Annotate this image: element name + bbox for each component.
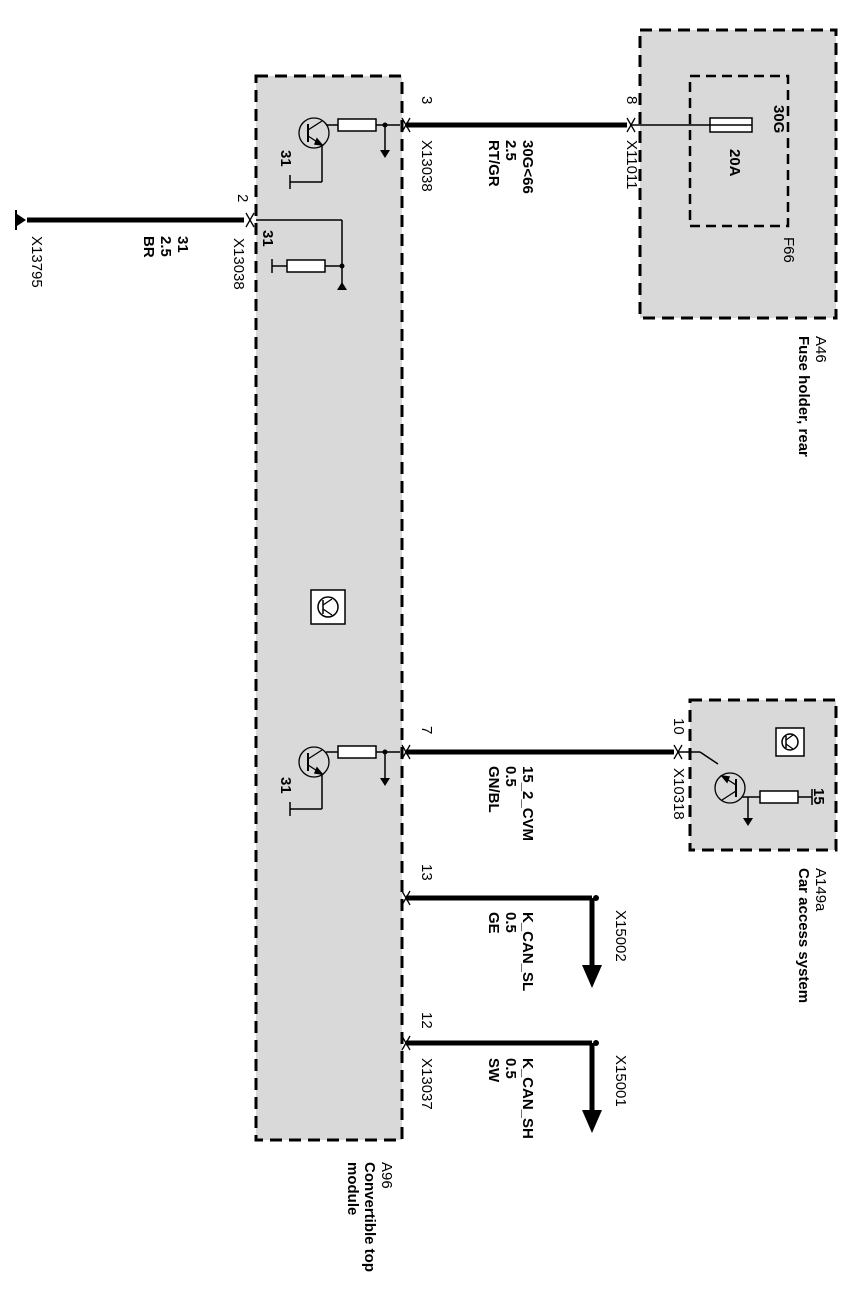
arrow-x15002 bbox=[582, 965, 602, 988]
module-a149a-box bbox=[688, 698, 838, 852]
connector-x13037: X13037 bbox=[418, 1058, 435, 1110]
fuse-f66-box bbox=[688, 74, 790, 228]
a149a-name: Car access system bbox=[795, 868, 812, 1003]
module-a46-box bbox=[638, 28, 838, 320]
fuse-rating: 20A bbox=[726, 149, 743, 177]
a96-name-1: Convertible top bbox=[361, 1162, 378, 1272]
wire-15-size: 0.5 bbox=[502, 766, 519, 787]
wire-can-sl-signal: K_CAN_SL bbox=[519, 912, 536, 991]
ground-31-pin7: 31 bbox=[277, 777, 294, 794]
pin-7: 7 bbox=[418, 726, 435, 734]
connector-x15001: X15001 bbox=[612, 1055, 629, 1107]
ground-resistor-pin2 bbox=[256, 219, 343, 290]
terminal-15: 15 bbox=[810, 788, 827, 805]
pin-3: 3 bbox=[418, 96, 435, 104]
connector-x15002: X15002 bbox=[612, 910, 629, 962]
pin-10: 10 bbox=[670, 718, 687, 735]
fuse-terminal: 30G bbox=[770, 105, 787, 133]
wire-ground-signal: 31 bbox=[174, 236, 191, 253]
pin-2: 2 bbox=[234, 194, 251, 202]
ground-31-pin2: 31 bbox=[259, 230, 276, 247]
wire-can-sl-size: 0.5 bbox=[502, 912, 519, 933]
wire-15-signal: 15_2_CVM bbox=[519, 766, 536, 841]
connector-x13038-b: X13038 bbox=[418, 140, 435, 192]
wire-can-sh-signal: K_CAN_SH bbox=[519, 1058, 536, 1139]
pin-13: 13 bbox=[418, 864, 435, 881]
wire-can-sl-color: GE bbox=[485, 912, 502, 934]
wire-can-sh-size: 0.5 bbox=[502, 1058, 519, 1079]
connector-x11011: X11011 bbox=[623, 140, 640, 190]
a149a-id: A149a bbox=[812, 868, 829, 912]
arrow-x15001 bbox=[582, 1110, 602, 1133]
wire-ground-color: BR bbox=[140, 236, 157, 258]
ground-symbol-x13795 bbox=[15, 210, 26, 230]
wire-power-color: RT/GR bbox=[485, 140, 502, 187]
ground-31-pin3: 31 bbox=[277, 150, 294, 167]
wire-power-size: 2.5 bbox=[502, 140, 519, 161]
fuse-f66 bbox=[631, 117, 753, 133]
a96-name-2: module bbox=[344, 1162, 361, 1215]
transistor-pin7 bbox=[289, 745, 400, 816]
pin-12: 12 bbox=[418, 1012, 435, 1029]
wire-can-sh-color: SW bbox=[485, 1058, 502, 1083]
a96-id: A96 bbox=[378, 1162, 395, 1189]
wire-15-color: GN/BL bbox=[485, 766, 502, 813]
wire-power-signal: 30G<66 bbox=[519, 140, 536, 194]
a46-id: A46 bbox=[812, 336, 829, 363]
connector-x10318: X10318 bbox=[670, 768, 687, 820]
transistor-pin3 bbox=[289, 117, 400, 189]
control-unit-icon bbox=[310, 589, 346, 625]
connector-x13038-a: X13038 bbox=[230, 238, 247, 290]
arrow-down-pin7 bbox=[380, 778, 390, 786]
connector-x13795: X13795 bbox=[28, 236, 45, 288]
arrow-down-pin3 bbox=[380, 150, 390, 158]
a46-name: Fuse holder, rear bbox=[795, 336, 812, 457]
wire-ground-size: 2.5 bbox=[157, 236, 174, 257]
fuse-id: F66 bbox=[780, 237, 797, 263]
arrow-down-a149a bbox=[743, 818, 753, 826]
control-unit-icon-a149a bbox=[775, 727, 805, 757]
transistor-a149a bbox=[678, 751, 813, 818]
pin-8: 8 bbox=[623, 96, 640, 104]
